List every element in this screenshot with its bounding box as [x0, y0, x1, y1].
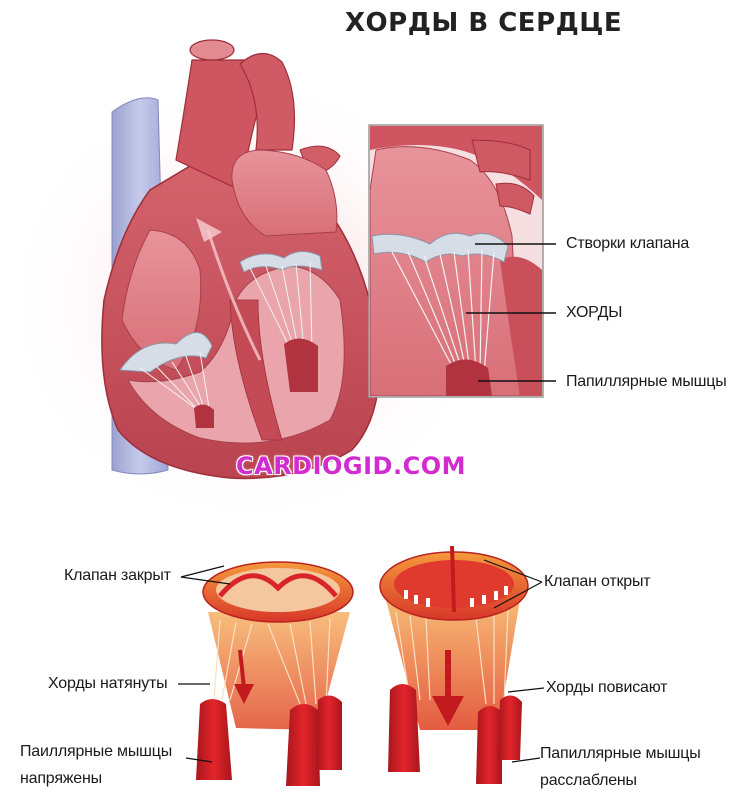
closed-valve-leaders — [178, 565, 231, 763]
watermark-text: CARDIOGID.COM — [236, 452, 466, 480]
tricuspid-leaflets — [119, 332, 213, 373]
left-atrium — [231, 149, 338, 237]
label-chords-tense: Хорды натянуты — [48, 675, 168, 692]
label-valve-closed: Клапан закрыт — [64, 567, 171, 584]
aorta-opening — [189, 39, 235, 61]
papillary-right — [194, 404, 214, 428]
tricuspid-chordae — [139, 351, 211, 415]
label-valve-open: Клапан открыт — [544, 573, 651, 590]
aortic-arch — [239, 52, 296, 151]
flow-arrow-shaft — [206, 229, 262, 361]
label-valve-leaflets: Створки клапана — [566, 235, 690, 252]
mitral-leaflets — [239, 251, 323, 273]
closed-valve-model — [196, 561, 354, 786]
mitral-chordae — [249, 261, 313, 351]
papillary-left — [284, 338, 318, 392]
label-muscles-tense-1: Паиллярные мышцы — [20, 743, 173, 760]
label-chords-slack: Хорды повисают — [546, 679, 668, 696]
label-muscles-relaxed-1: Папиллярные мышцы — [540, 745, 701, 762]
label-muscles-relaxed-2: расслаблены — [540, 772, 637, 789]
right-atrium — [121, 229, 202, 371]
septum — [229, 299, 283, 441]
zoom-inset-content — [370, 126, 542, 396]
label-chords: ХОРДЫ — [566, 304, 623, 321]
label-muscles-tense-2: напряжены — [20, 770, 102, 787]
label-papillary-muscles: Папиллярные мышцы — [566, 373, 727, 390]
flow-arrow-head — [196, 218, 222, 242]
open-valve-leaders — [483, 559, 545, 763]
open-valve-model — [379, 545, 529, 784]
page-title: ХОРДЫ В СЕРДЦЕ — [345, 8, 623, 38]
